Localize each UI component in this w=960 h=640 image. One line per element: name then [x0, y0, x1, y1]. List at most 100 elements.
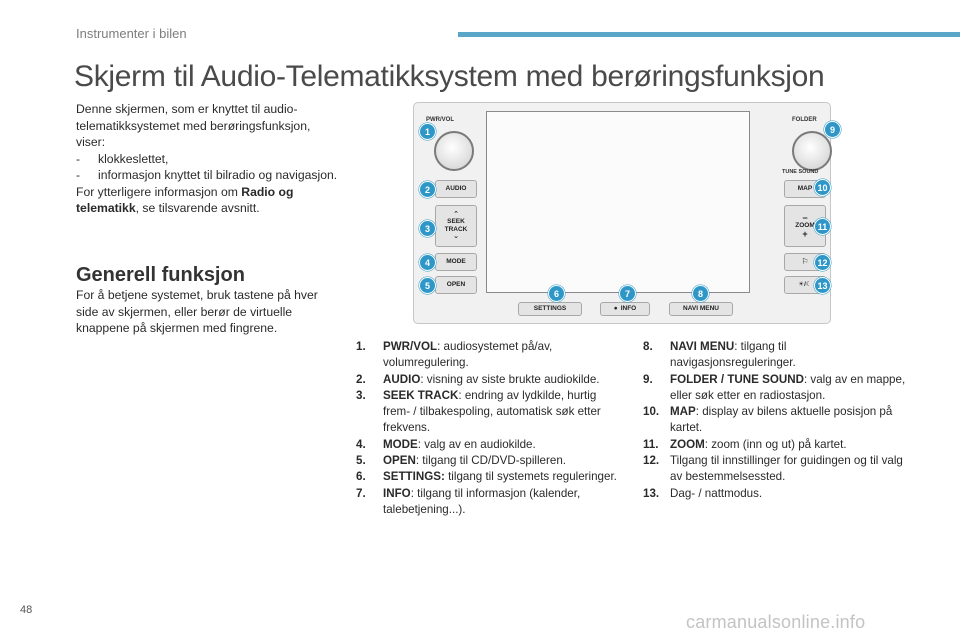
legend-key: FOLDER / TUNE SOUND — [670, 372, 804, 386]
legend-item: 3. SEEK TRACK: endring av lydkilde, hurti… — [356, 388, 624, 437]
legend-key: AUDIO — [383, 372, 421, 386]
legend-number: 4. — [356, 437, 366, 451]
info-label: INFO — [620, 305, 637, 312]
legend-text: : tilgang til navigasjonsreguleringer. — [670, 340, 796, 370]
legend-key: OPEN — [383, 454, 416, 468]
callout-12: 12 — [814, 254, 831, 271]
callout-4: 4 — [419, 254, 436, 271]
intro-block: Denne skjermen, som er knyttet til audio… — [76, 101, 338, 217]
callout-3: 3 — [419, 220, 436, 237]
legend-text: : audiosystemet på/av, volumregulering. — [383, 340, 553, 370]
legend-text: : display av bilens aktuelle posisjon på… — [670, 405, 893, 435]
callout-9: 9 — [824, 121, 841, 138]
section-heading: Generell funksjon — [76, 264, 245, 286]
legend-text: Dag- / nattmodus. — [670, 486, 763, 500]
legend-number: 9. — [643, 372, 653, 386]
pwr-vol-label: PWR/VOL — [426, 117, 454, 123]
legend-key: MAP — [670, 405, 696, 419]
legend-list-left: 1. PWR/VOL: audiosystemet på/av, volumreg… — [356, 339, 624, 518]
legend-item: 8. NAVI MENU: tilgang til navigasjonsregu… — [643, 339, 913, 372]
callout-8: 8 — [692, 285, 709, 302]
legend-item: 11. ZOOM: zoom (inn og ut) på kartet. — [643, 437, 913, 453]
intro-bullet: informasjon knyttet til bilradio og navi… — [76, 167, 338, 184]
open-button: OPEN — [435, 276, 477, 294]
section-text: For å betjene systemet, bruk tastene på … — [76, 288, 318, 335]
legend-text: : tilgang til CD/DVD-spilleren. — [415, 454, 566, 468]
legend-text: : zoom (inn og ut) på kartet. — [704, 437, 847, 451]
legend-number: 8. — [643, 340, 653, 353]
legend-item: 5. OPEN: tilgang til CD/DVD-spilleren. — [356, 453, 624, 469]
legend-item: 10. MAP: display av bilens aktuelle posis… — [643, 404, 913, 437]
tune-sound-label: TUNE SOUND — [782, 169, 819, 175]
callout-1: 1 — [419, 123, 436, 140]
section-label: Instrumenter i bilen — [76, 26, 187, 41]
intro-reference: For ytterligere informasjon om Radio og … — [76, 184, 338, 217]
legend-number: 7. — [356, 486, 366, 500]
legend-item: 13. Dag- / nattmodus. — [643, 486, 913, 502]
legend-text: : visning av siste brukte audiokilde. — [420, 372, 600, 386]
legend-key: MODE — [383, 437, 418, 451]
pwr-vol-knob — [434, 131, 474, 171]
mode-button: MODE — [435, 253, 477, 271]
seek-down-icon: ⌄ — [453, 233, 459, 240]
legend-number: 12. — [643, 454, 660, 468]
legend-number: 11. — [643, 437, 659, 451]
info-dot-icon: ● — [613, 305, 618, 312]
legend-key: PWR/VOL — [383, 340, 438, 353]
legend-number: 3. — [356, 388, 366, 402]
intro-reference-text: For ytterligere informasjon om — [76, 184, 242, 199]
callout-2: 2 — [419, 181, 436, 198]
legend-number: 5. — [356, 454, 366, 468]
legend-key: SEEK TRACK — [383, 388, 459, 402]
screen-figure: PWR/VOL FOLDER TUNE SOUND AUDIO ⌃ SEEK T… — [413, 102, 841, 324]
folder-label: FOLDER — [792, 117, 817, 123]
seek-track-label: SEEK TRACK — [444, 218, 468, 233]
legend-number: 10. — [643, 405, 660, 419]
intro-paragraph: Denne skjermen, som er knyttet til audio… — [76, 102, 311, 149]
zoom-minus-icon: − — [802, 213, 808, 223]
guidance-icon: ⚐ — [801, 257, 809, 266]
legend-key: INFO — [383, 486, 411, 500]
callout-10: 10 — [814, 179, 831, 196]
legend-key: NAVI MENU — [670, 340, 735, 353]
zoom-plus-icon: + — [802, 229, 808, 239]
legend-number: 13. — [643, 486, 660, 500]
legend-item: 9. FOLDER / TUNE SOUND: valg av en mappe,… — [643, 372, 913, 405]
seek-up-icon: ⌃ — [453, 211, 459, 218]
legend-text: : endring av lydkilde, hurtig frem- / ti… — [383, 388, 601, 435]
navi-menu-button: NAVI MENU — [669, 302, 733, 316]
legend-text: : valg av en audiokilde. — [417, 437, 536, 451]
legend-item: 4. MODE: valg av en audiokilde. — [356, 437, 624, 453]
legend-item: 6. SETTINGS: tilgang til systemets regule… — [356, 469, 624, 485]
page-title: Skjerm til Audio-Telematikksystem med be… — [74, 60, 825, 93]
legend-text: Tilgang til innstillinger for guidingen … — [670, 454, 903, 484]
legend-text: : tilgang til informasjon (kalender, tal… — [383, 486, 581, 516]
intro-bullet: klokkeslettet, — [76, 151, 338, 168]
intro-reference-link: Radio og telematikk — [76, 184, 294, 216]
folder-knob — [792, 131, 832, 171]
legend-number: 1. — [356, 340, 366, 353]
callout-7: 7 — [619, 285, 636, 302]
legend-item: 7. INFO: tilgang til informasjon (kalende… — [356, 486, 624, 519]
legend-key: SETTINGS: — [383, 470, 445, 484]
header-bar — [458, 32, 960, 37]
settings-button: SETTINGS — [518, 302, 582, 316]
audio-button: AUDIO — [435, 180, 477, 198]
page-number: 48 — [20, 604, 33, 616]
legend-key: ZOOM — [670, 437, 705, 451]
legend-list-right: 8. NAVI MENU: tilgang til navigasjonsregu… — [643, 339, 913, 502]
legend-number: 6. — [356, 470, 366, 484]
callout-11: 11 — [814, 218, 831, 235]
display-screen — [486, 111, 750, 293]
legend-item: 1. PWR/VOL: audiosystemet på/av, volumreg… — [356, 339, 624, 372]
intro-reference-text-end: , se tilsvarende avsnitt. — [135, 201, 260, 215]
watermark: carmanualsonline.info — [686, 612, 866, 632]
callout-6: 6 — [548, 285, 565, 302]
legend-number: 2. — [356, 372, 366, 386]
callout-5: 5 — [419, 277, 436, 294]
legend-item: 2. AUDIO: visning av siste brukte audioki… — [356, 372, 624, 388]
legend-item: 12. Tilgang til innstillinger for guiding… — [643, 453, 913, 486]
legend-text: tilgang til systemets reguleringer. — [444, 470, 617, 484]
legend-text: : valg av en mappe, eller søk etter en r… — [670, 372, 906, 402]
zoom-label: ZOOM — [795, 222, 815, 229]
